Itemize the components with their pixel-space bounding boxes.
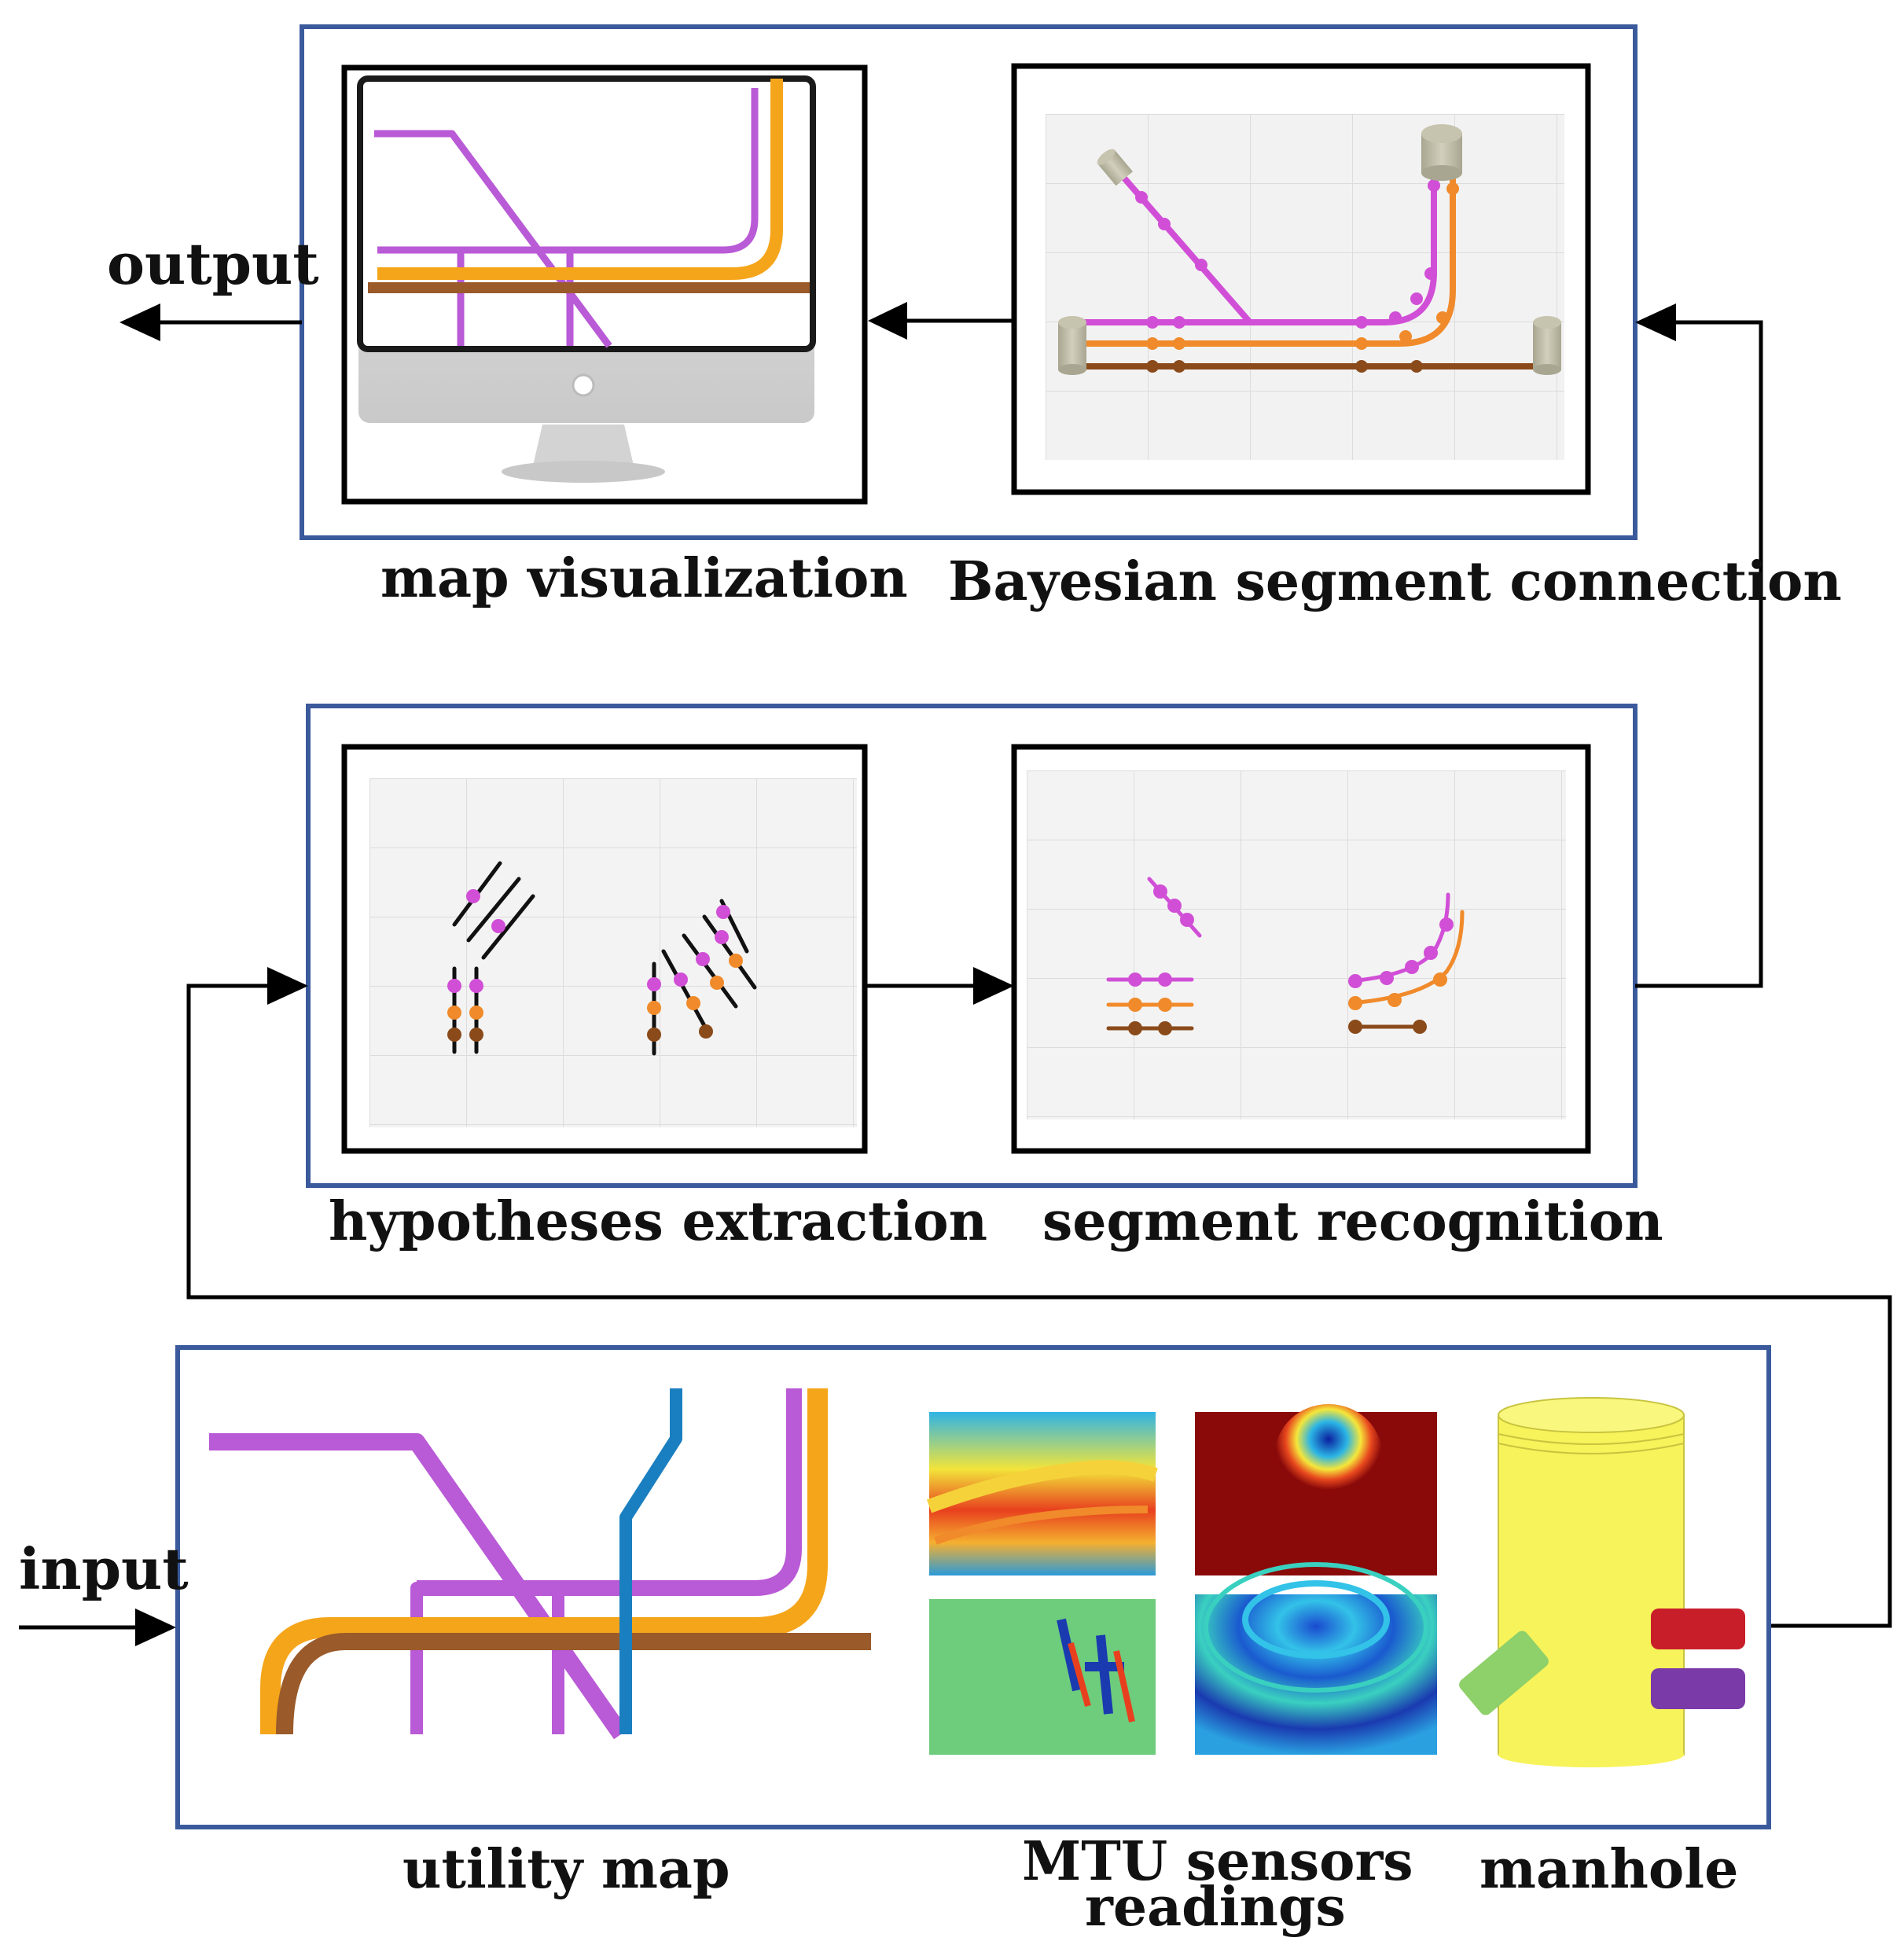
output-label: output [107,230,319,297]
mtu-readings-label: readings [1085,1876,1346,1939]
output-arrow [119,303,302,341]
bayesian-segment-connection-label: Bayesian segment connection [948,550,1842,613]
bottom-stage-frame [175,1345,1771,1829]
utility-map-illustration [209,1388,871,1740]
manhole-cylinders [1058,124,1561,375]
arrow-icon [1635,303,1676,341]
input-arrow [135,1609,176,1646]
mtu-sensors-label: MTU sensors [1022,1830,1413,1893]
hypotheses-extraction-label: hypotheses extraction [329,1190,988,1253]
middle-stage-frame [306,704,1638,1188]
sensor-heatmaps [926,1404,1437,1755]
top-stage-frame [300,24,1638,540]
segment-nodes [1135,179,1459,373]
manhole-icon [1459,1397,1745,1767]
manhole-label: manhole [1479,1838,1739,1901]
segment-recognition-label: segment recognition [1042,1190,1663,1253]
arrow-icon [267,967,308,1005]
visualized-pipes [368,79,810,348]
hypotheses-extraction-panel [341,744,868,1154]
bayesian-connection-panel [1011,63,1591,495]
arrow-icon [868,302,1014,340]
arrow-icon [973,967,1014,1005]
segment-recognition-panel [1011,744,1591,1154]
utility-map-label: utility map [402,1838,730,1901]
map-visualization-label: map visualization [380,547,908,610]
input-label: input [19,1535,189,1602]
map-visualization-panel [341,64,868,505]
